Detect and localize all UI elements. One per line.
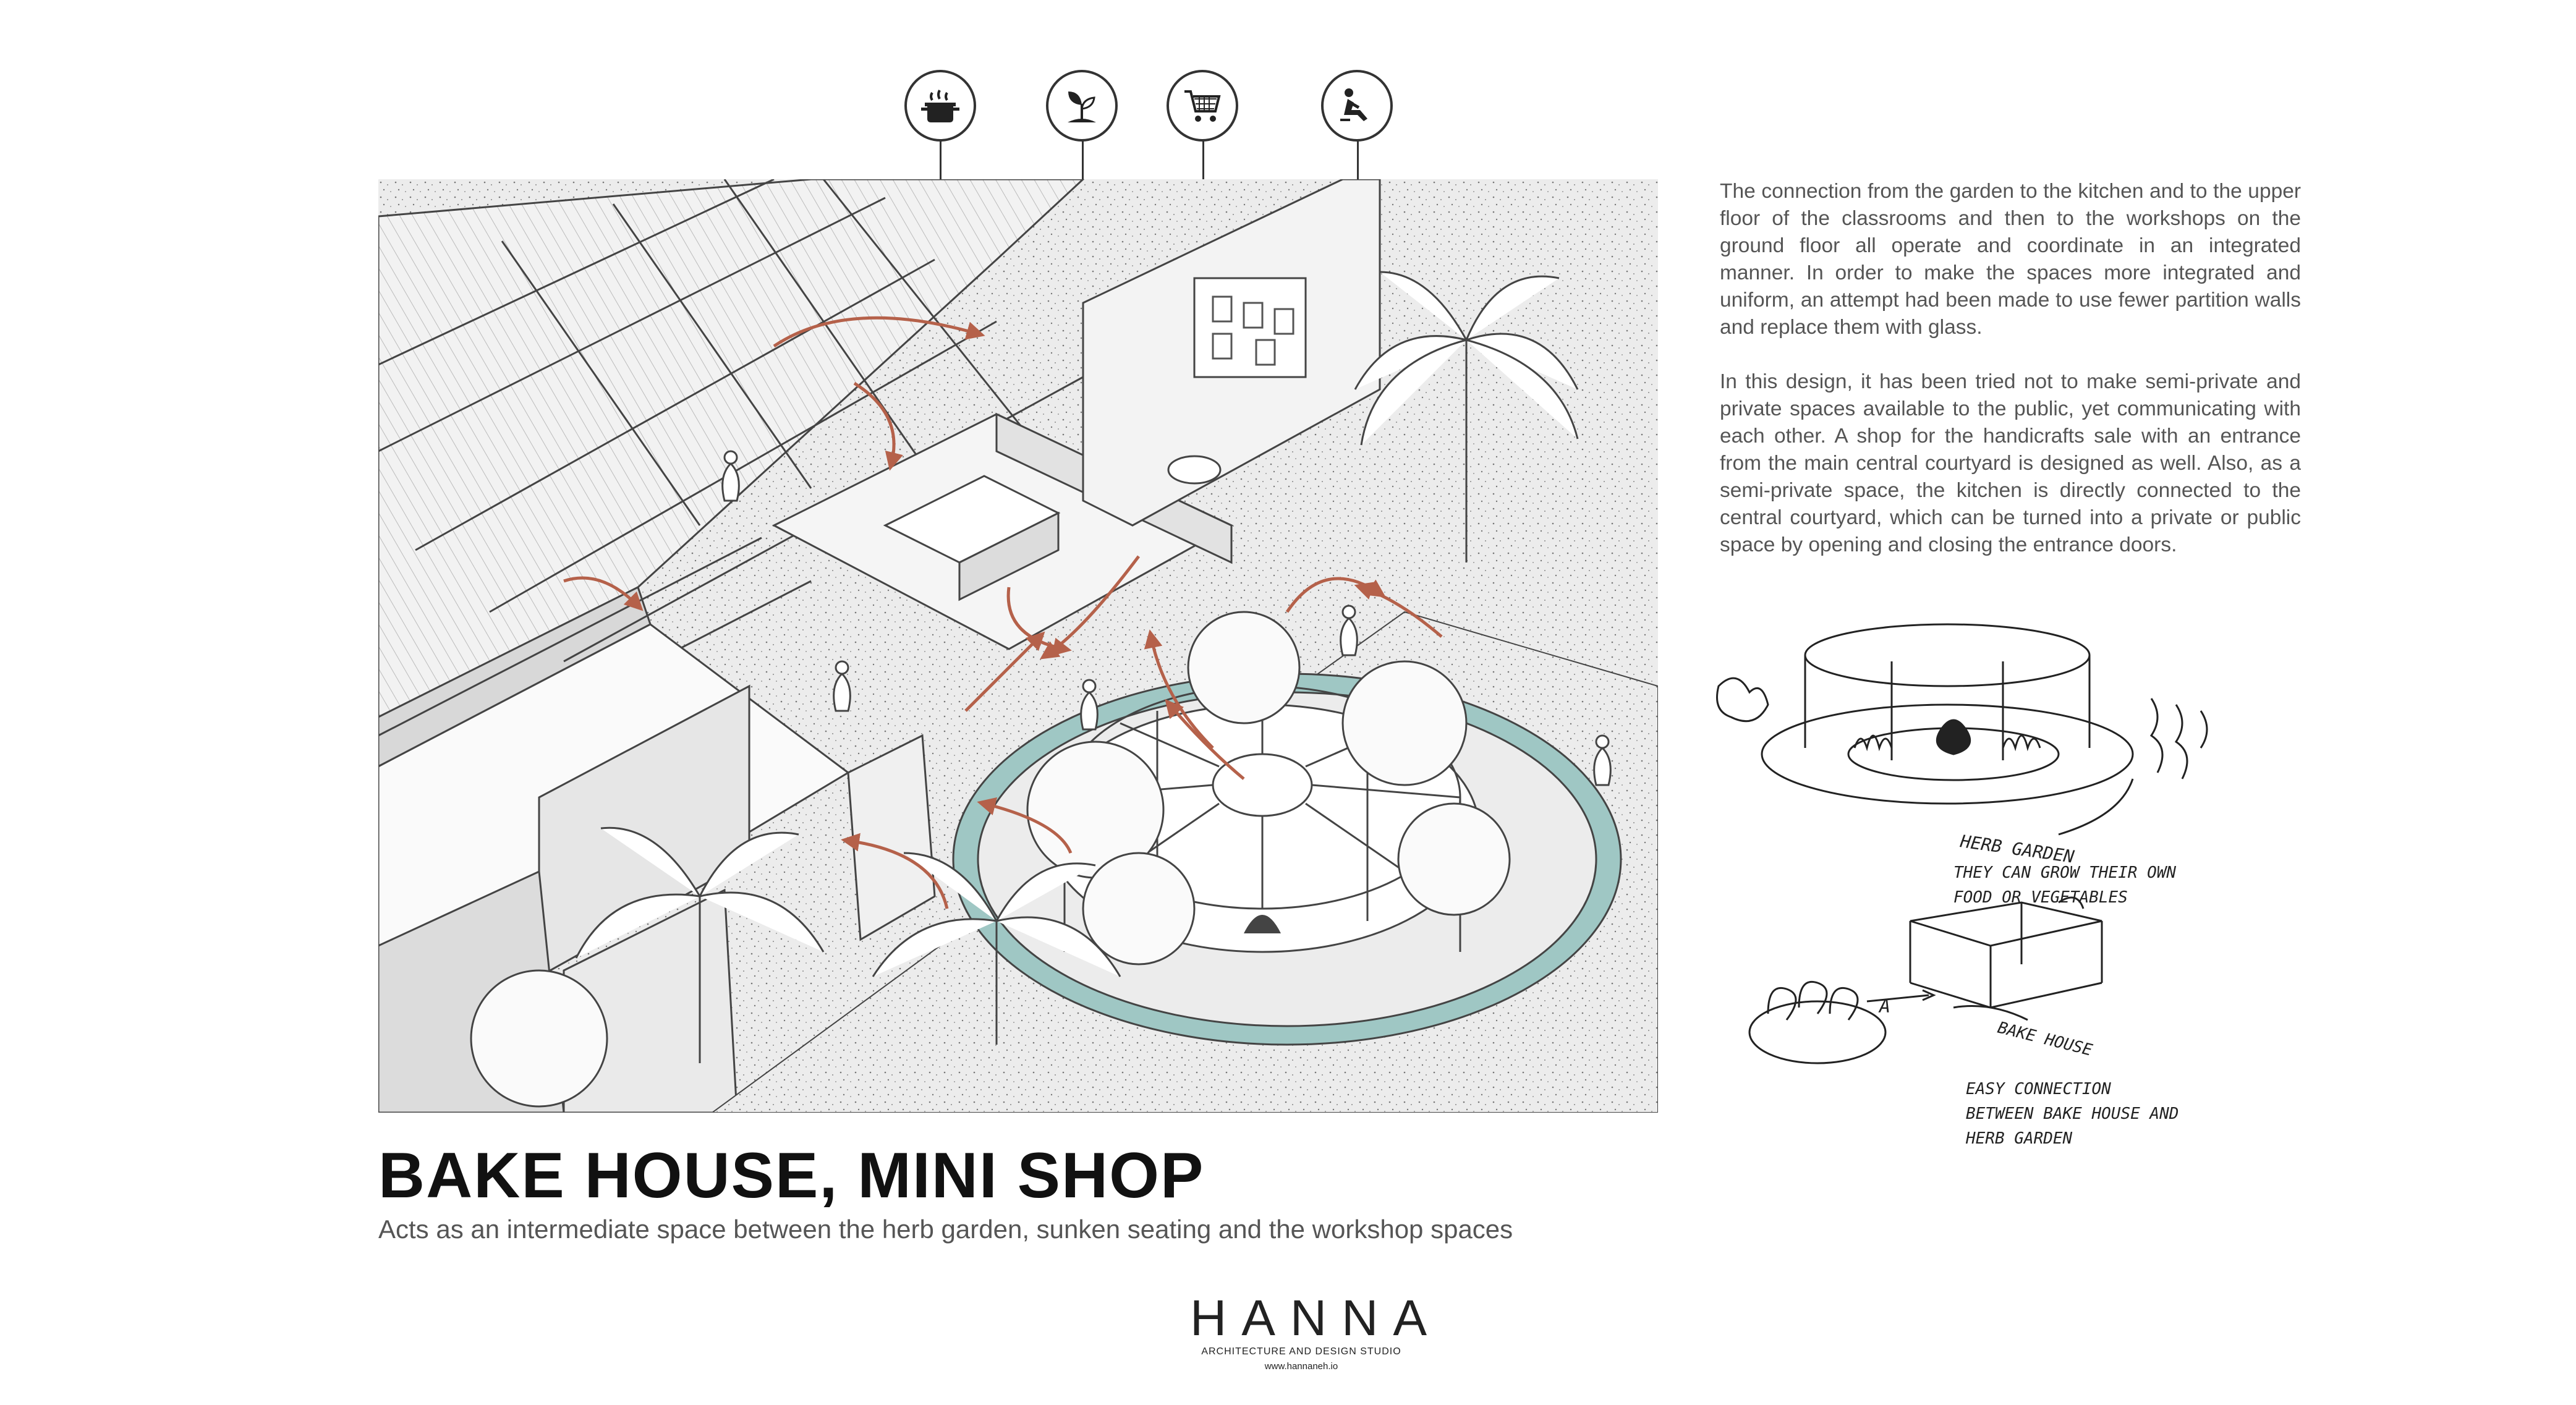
sketch-note-grow-line-1: THEY CAN GROW THEIR OWN [1953,864,2176,882]
reclining-person-icon [1321,70,1393,142]
upper-deck [378,179,1085,718]
sketch-marker-a: A [1878,996,1890,1017]
axonometric-drawing [378,179,1658,1113]
sketch-note-bake-house: BAKE HOUSE [1996,1019,2094,1060]
studio-logo: HANNA [1190,1290,1442,1346]
studio-url: www.hannaneh.io [1264,1361,1338,1372]
sketch-note-conn-line-2: BETWEEN BAKE HOUSE AND [1966,1105,2179,1123]
shopping-cart-icon [1167,70,1238,142]
sketch-note-conn-line-1: EASY CONNECTION [1966,1080,2111,1098]
sketch-note-herb-garden: HERB GARDEN [1958,831,2075,867]
sketch-note-conn-line-3: HERB GARDEN [1965,1129,2073,1148]
concept-sketches: HERB GARDEN THEY CAN GROW THEIR OWN FOOD… [1706,612,2263,1168]
page-title: BAKE HOUSE, MINI SHOP [378,1140,1205,1212]
sketch-note-grow-line-2: FOOD OR VEGETABLES [1953,888,2128,907]
description-block: The connection from the garden to the ki… [1720,178,2301,586]
page-subtitle: Acts as an intermediate space between th… [378,1215,1513,1244]
plant-sprout-icon [1046,70,1118,142]
studio-tagline: ARCHITECTURE AND DESIGN STUDIO [1201,1346,1401,1357]
description-paragraph-1: The connection from the garden to the ki… [1720,180,2301,339]
description-paragraph-2: In this design, it has been tried not to… [1720,370,2301,556]
cooking-pot-icon [904,70,976,142]
